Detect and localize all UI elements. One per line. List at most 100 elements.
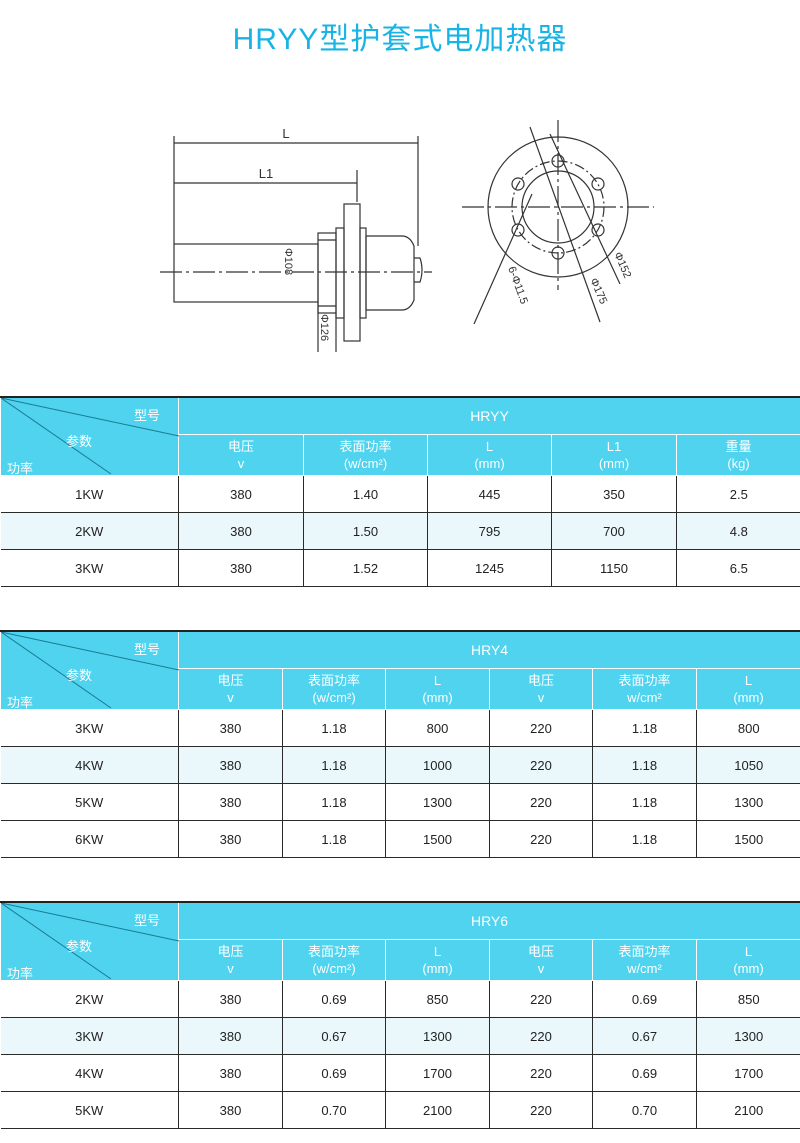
column-unit: w/cm² bbox=[627, 690, 662, 705]
table-cell: 1300 bbox=[695, 1017, 800, 1055]
column-unit: v bbox=[237, 456, 245, 471]
dim-phi152: Φ152 bbox=[611, 250, 633, 280]
column-unit: (mm) bbox=[598, 456, 630, 471]
table-cell: 4KW bbox=[0, 746, 179, 784]
flange-view: 6-Φ11.5 Φ152 Φ175 bbox=[462, 120, 654, 325]
column-label: L bbox=[744, 673, 753, 688]
table-cell: 220 bbox=[489, 746, 593, 784]
side-view: L L1 Φ108 Φ126 bbox=[160, 126, 432, 352]
column-unit: w/cm² bbox=[627, 961, 662, 976]
column-label: 表面功率 bbox=[618, 673, 671, 688]
table-cell: 0.69 bbox=[282, 1054, 386, 1092]
column-header: 电压 v bbox=[489, 668, 593, 710]
table-cell: 380 bbox=[178, 709, 283, 747]
table-corner-header: 型号 参数 功率 bbox=[0, 396, 179, 476]
table-cell: 1000 bbox=[385, 746, 490, 784]
corner-param-label: 参数 bbox=[66, 668, 93, 683]
column-unit: (mm) bbox=[733, 961, 764, 976]
dim-holes: 6-Φ11.5 bbox=[505, 265, 530, 306]
table-cell: 380 bbox=[178, 1091, 283, 1129]
table-cell: 380 bbox=[178, 549, 304, 587]
table-cell: 2KW bbox=[0, 980, 179, 1018]
table-cell: 1.18 bbox=[592, 783, 697, 821]
model-header: HRYY bbox=[177, 396, 800, 435]
column-header: 电压 v bbox=[489, 939, 593, 981]
table-cell: 5KW bbox=[0, 783, 179, 821]
corner-diagonals bbox=[1, 398, 179, 474]
table-cell: 1.18 bbox=[282, 783, 386, 821]
table-cell: 0.69 bbox=[592, 980, 697, 1018]
column-header: L(mm) bbox=[695, 668, 800, 710]
table-cell: 4KW bbox=[0, 1054, 179, 1092]
column-label: 表面功率 bbox=[307, 944, 360, 959]
column-header: 电压 v bbox=[178, 434, 304, 476]
table-cell: 2100 bbox=[385, 1091, 490, 1129]
table-cell: 0.67 bbox=[282, 1017, 386, 1055]
column-unit: (mm) bbox=[422, 690, 453, 705]
table-cell: 3KW bbox=[0, 549, 179, 587]
table-cell: 1KW bbox=[0, 475, 179, 513]
column-label: L bbox=[433, 673, 442, 688]
column-header: 表面功率 (w/cm²) bbox=[303, 434, 428, 476]
column-label: L1 bbox=[606, 439, 622, 454]
table-cell: 5KW bbox=[0, 1091, 179, 1129]
table-cell: 1.18 bbox=[282, 746, 386, 784]
table-cell: 380 bbox=[178, 746, 283, 784]
column-label: L bbox=[433, 944, 442, 959]
corner-diagonals bbox=[1, 632, 179, 708]
corner-model-label: 型号 bbox=[133, 408, 160, 423]
table-corner-header: 型号 参数 功率 bbox=[0, 630, 179, 710]
table-cell: 850 bbox=[385, 980, 490, 1018]
column-header: L(mm) bbox=[427, 434, 552, 476]
corner-power-label: 功率 bbox=[7, 461, 34, 476]
table-cell: 220 bbox=[489, 820, 593, 858]
column-label: 表面功率 bbox=[307, 673, 360, 688]
corner-power-label: 功率 bbox=[7, 695, 34, 710]
table-cell: 380 bbox=[178, 1054, 283, 1092]
table-cell: 2.5 bbox=[675, 475, 800, 513]
model-header: HRY4 bbox=[177, 630, 800, 669]
table-cell: 380 bbox=[178, 475, 304, 513]
table-cell: 1.18 bbox=[282, 709, 386, 747]
page-title: HRYY型护套式电加热器 bbox=[232, 23, 568, 56]
column-label: 电压 bbox=[217, 673, 244, 688]
column-unit: (w/cm²) bbox=[312, 690, 356, 705]
column-unit: (kg) bbox=[727, 456, 750, 471]
table-cell: 1.40 bbox=[303, 475, 428, 513]
table-cell: 3KW bbox=[0, 709, 179, 747]
table-cell: 6.5 bbox=[675, 549, 800, 587]
column-label: 电压 bbox=[217, 944, 244, 959]
column-unit: v bbox=[227, 961, 234, 976]
column-label: 电压 bbox=[527, 673, 554, 688]
table-cell: 220 bbox=[489, 1054, 593, 1092]
table-cell: 1300 bbox=[695, 783, 800, 821]
column-label: 电压 bbox=[527, 944, 554, 959]
column-label: 电压 bbox=[227, 439, 254, 454]
column-label: 表面功率 bbox=[618, 944, 671, 959]
column-label: 表面功率 bbox=[339, 439, 392, 454]
table-cell: 2100 bbox=[695, 1091, 800, 1129]
column-label: L bbox=[744, 944, 753, 959]
column-unit: (w/cm²) bbox=[343, 456, 388, 471]
column-unit: v bbox=[537, 690, 545, 705]
table-cell: 1300 bbox=[385, 1017, 490, 1055]
table-cell: 220 bbox=[489, 709, 593, 747]
table-cell: 850 bbox=[695, 980, 800, 1018]
table-cell: 1.18 bbox=[592, 709, 697, 747]
column-unit: v bbox=[537, 961, 545, 976]
column-unit: (w/cm²) bbox=[312, 961, 356, 976]
corner-model-label: 型号 bbox=[133, 642, 160, 657]
column-header: 电压 v bbox=[178, 939, 283, 981]
table-cell: 800 bbox=[385, 709, 490, 747]
table-cell: 1500 bbox=[695, 820, 800, 858]
table-cell: 0.70 bbox=[592, 1091, 697, 1129]
table-cell: 1.18 bbox=[592, 820, 697, 858]
table-cell: 6KW bbox=[0, 820, 179, 858]
corner-param-label: 参数 bbox=[66, 434, 93, 449]
